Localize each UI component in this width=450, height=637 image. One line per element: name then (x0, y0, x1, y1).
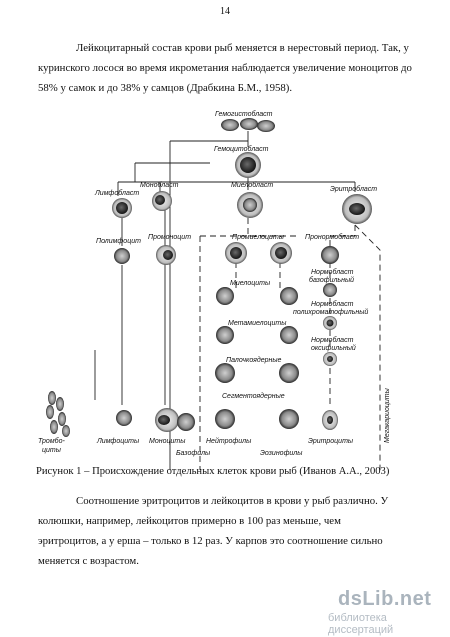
label-monoblast: Монобласт (140, 181, 179, 189)
paragraph-ratio: Соотношение эритроцитов и лейкоцитов в к… (38, 491, 420, 571)
cell-promyelocyte-2 (270, 242, 292, 264)
connector-lines (94, 131, 356, 470)
paragraph-line: меняется с возрастом. (38, 555, 139, 567)
paragraph-line: 58% у самок и до 38% у самцов (Драбкина … (38, 82, 293, 94)
label-erythroblast: Эритробласт (330, 185, 377, 193)
paragraph-intro: Лейкоцитарный состав крови рыб меняется … (38, 38, 420, 98)
cell-myeloblast (237, 192, 263, 218)
paragraph-line: эритроцитов, а у ерша – только в 12 раз.… (38, 535, 383, 547)
paragraph-line: Соотношение эритроцитов и лейкоцитов в к… (76, 495, 389, 507)
label-thrombocytes: Тромбо- (38, 437, 65, 445)
cell-hemocytoblast2 (235, 152, 261, 178)
cell-polymphocyte (114, 248, 130, 264)
cell-promonocyte (156, 245, 176, 265)
label-normoblast-basophilic-2: базофильный (309, 276, 354, 284)
label-promyelocytes: Промиелоциты (232, 234, 285, 241)
paragraph-line: колюшки, например, лейкоцитов примерно в… (38, 515, 341, 527)
label-basophils: Базофилы (176, 450, 211, 457)
label-lymphocytes: Лимфоциты (96, 438, 140, 445)
cell-metamyelocyte-2 (280, 326, 298, 344)
label-normoblast-polychromatophilic-2: полихроматофильный (293, 308, 368, 316)
label-erythrocytes: Эритроциты (308, 438, 354, 445)
label-normoblast-basophilic: Нормобласт (311, 268, 354, 276)
cell-band-2 (279, 363, 299, 383)
cell-hemocytoblast (221, 118, 275, 132)
label-megakaryocytes: Мегакариоциты (384, 387, 391, 443)
label-polymphocyte: Полимфоцит (96, 238, 141, 245)
cell-metamyelocyte-1 (216, 326, 234, 344)
cell-pronormoblast (321, 246, 339, 264)
label-metamyelocytes: Метамиелоциты (228, 320, 287, 327)
paragraph-line: куринского лосося во время икрометания н… (38, 62, 412, 74)
cell-eosinophils (279, 409, 299, 429)
label-normoblast-oxyphilic: Нормобласт (311, 336, 354, 344)
label-pronormoblast: Пронормобласт (305, 233, 359, 241)
cell-lymphocytes (116, 410, 132, 426)
label-myeloblast: Миелобласт (231, 181, 273, 189)
cell-promyelocyte-1 (225, 242, 247, 264)
label-normoblast-polychromatophilic: Нормобласт (311, 300, 354, 308)
cell-neutrophils (215, 409, 235, 429)
label-myelocytes: Миелоциты (230, 280, 271, 287)
cell-myelocyte-1 (216, 287, 234, 305)
cell-erythroblast (342, 194, 372, 224)
cell-lymphoblast (112, 198, 132, 218)
label-hemocytoblast: Гемогистобласт (215, 110, 273, 118)
watermark-subtitle: библиотека диссертаций (328, 612, 394, 636)
label-thrombocytes-2: циты (42, 447, 62, 454)
label-segmented: Сегментоядерные (222, 392, 285, 400)
label-hemocytoblast2: Гемоцитобласт (214, 145, 269, 153)
label-lymphoblast: Лимфобласт (94, 189, 139, 197)
cell-normoblast-oxyphilic (323, 352, 337, 366)
label-band: Палочкоядерные (226, 356, 281, 364)
cell-normoblast-polychromatophilic (323, 316, 337, 330)
cell-normoblast-basophilic (323, 283, 337, 297)
label-eosinophils: Эозинофилы (260, 450, 303, 457)
cell-thrombocytes (46, 391, 70, 437)
page-number: 14 (220, 6, 230, 17)
cell-monocytes (155, 408, 179, 432)
label-promonocyte: Промоноцит (148, 234, 191, 241)
cell-myelocyte-2 (280, 287, 298, 305)
label-normoblast-oxyphilic-2: оксифильный (311, 344, 356, 352)
cell-erythrocytes (322, 410, 338, 430)
dashed-connector-lines (199, 218, 381, 470)
cell-monoblast (152, 191, 172, 211)
cell-basophils (177, 413, 195, 431)
cell-band-1 (215, 363, 235, 383)
label-neutrophils: Нейтрофилы (206, 437, 252, 445)
figure-caption: Рисунок 1 – Происхождение отдельных клет… (36, 466, 390, 477)
paragraph-line: Лейкоцитарный состав крови рыб меняется … (76, 42, 409, 54)
label-monocytes: Моноциты (149, 438, 186, 445)
watermark-logo[interactable]: dsLib.net (338, 588, 432, 610)
